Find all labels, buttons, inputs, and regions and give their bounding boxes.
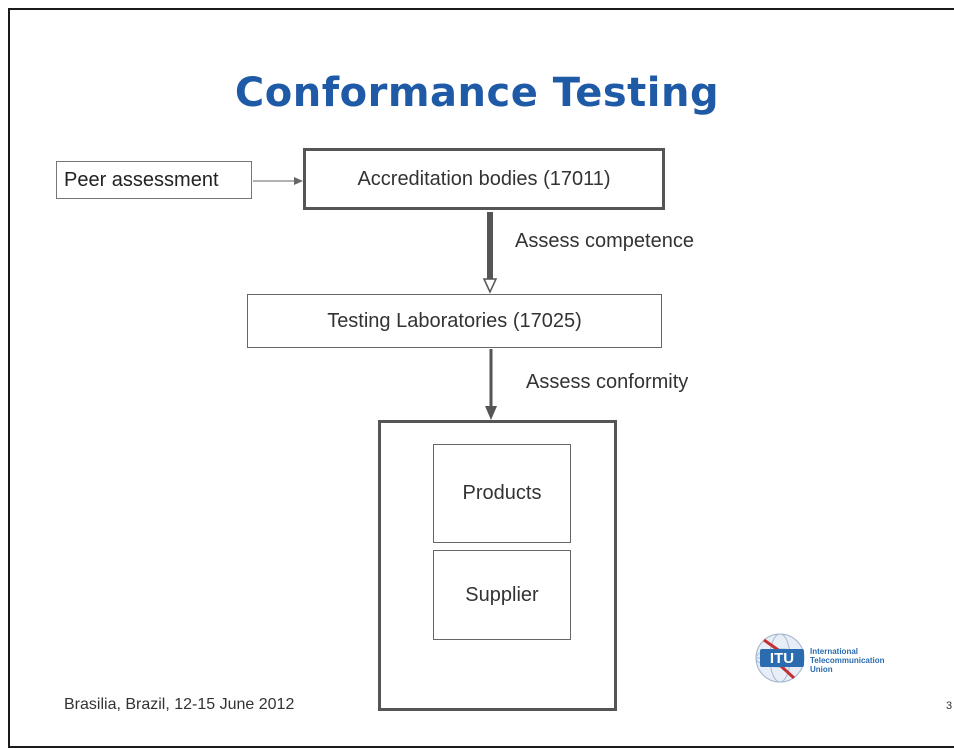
- competence-arrowhead: [482, 278, 498, 294]
- itu-logo: ITU International Telecommunication Unio…: [755, 633, 885, 683]
- supplier-box: Supplier: [433, 550, 571, 640]
- itu-line3: Union: [810, 665, 833, 674]
- assess-competence-label: Assess competence: [515, 230, 694, 252]
- peer-arrowhead: [294, 177, 303, 185]
- products-box: Products: [433, 444, 571, 543]
- page-number: 3: [946, 700, 953, 712]
- itu-line1: International: [810, 647, 858, 656]
- accreditation-bodies-box: Accreditation bodies (17011): [303, 148, 665, 210]
- itu-line2: Telecommunication: [810, 656, 885, 665]
- assess-conformity-label: Assess conformity: [526, 371, 689, 393]
- slide-title: Conformance Testing: [234, 70, 720, 116]
- conformity-arrowhead: [485, 406, 497, 420]
- itu-badge: [760, 649, 804, 667]
- peer-assessment-box: Peer assessment: [56, 161, 252, 199]
- footer-text: Brasilia, Brazil, 12-15 June 2012: [64, 696, 295, 713]
- connectors: [253, 177, 498, 420]
- testing-laboratories-box: Testing Laboratories (17025): [247, 294, 662, 348]
- itu-mark: ITU: [770, 650, 794, 667]
